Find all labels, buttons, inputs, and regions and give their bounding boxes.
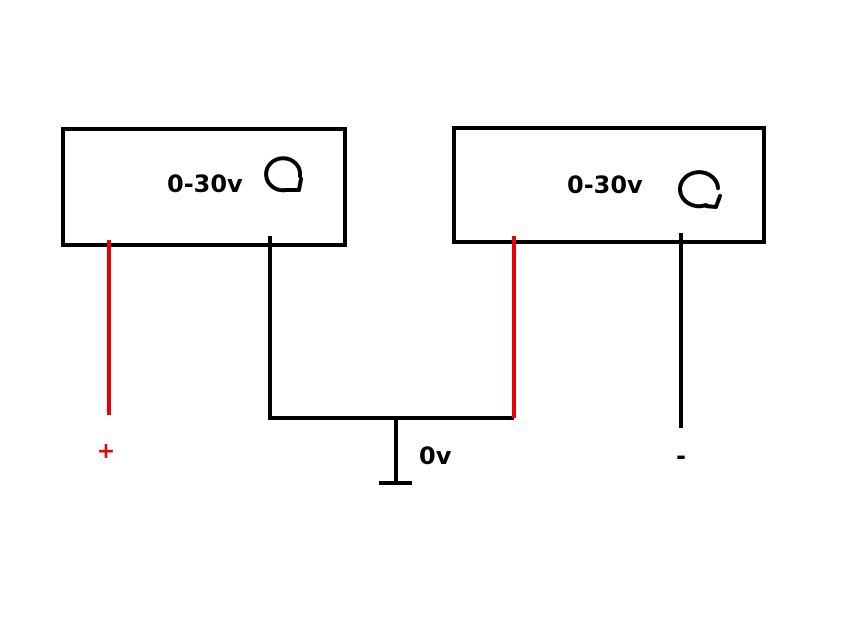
supply-box-right-outline: [452, 126, 766, 244]
supply-right-label: 0-30v: [567, 171, 643, 199]
ground-label: 0v: [419, 442, 452, 470]
supply-left-label: 0-30v: [167, 170, 243, 198]
positive-terminal-label: +: [97, 439, 115, 464]
supply-box-right: 0-30v: [452, 126, 766, 244]
common-wire-left: [268, 236, 514, 420]
rotary-knob-icon: [678, 170, 722, 209]
supply-box-left: 0-30v: [61, 127, 347, 247]
ground-symbol-icon: [379, 418, 412, 485]
negative-terminal-label: -: [676, 442, 686, 470]
rotary-knob-icon: [264, 156, 303, 193]
supply-box-left-outline: [61, 127, 347, 247]
